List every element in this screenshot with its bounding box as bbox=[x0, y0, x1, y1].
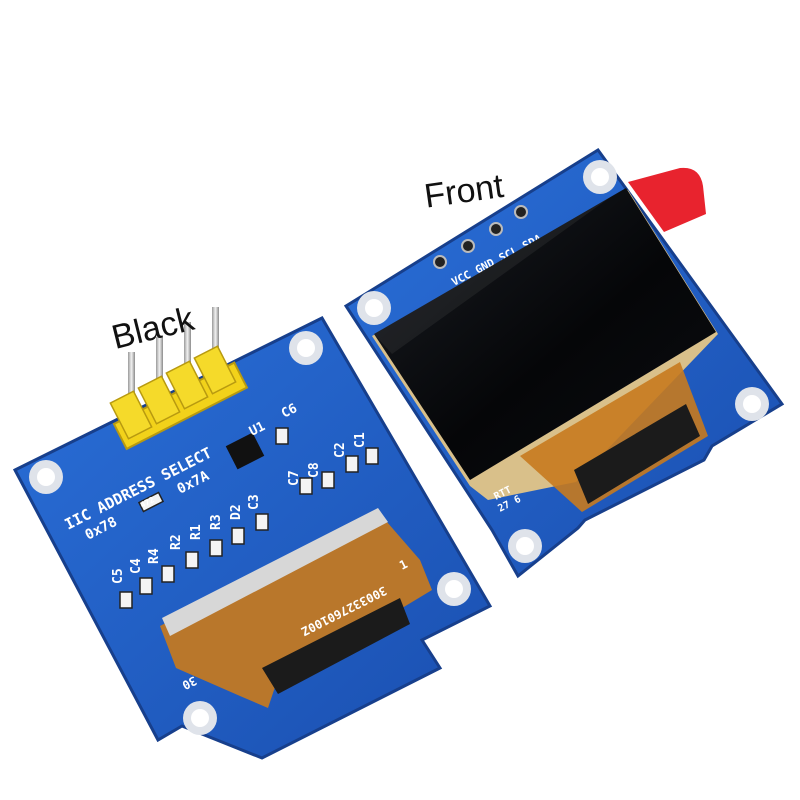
mount-hole bbox=[583, 160, 617, 194]
protective-film-tab bbox=[628, 167, 706, 232]
silk-d2: D2 bbox=[229, 504, 244, 520]
silk-c5: C5 bbox=[111, 568, 126, 584]
mount-hole bbox=[29, 460, 63, 494]
silk-u1: U1 bbox=[247, 419, 268, 440]
mount-hole bbox=[289, 331, 323, 365]
silk-r3: R3 bbox=[209, 514, 224, 530]
smd-components bbox=[119, 427, 379, 609]
silk-c8: C8 bbox=[307, 462, 322, 478]
screen-reflection bbox=[374, 188, 626, 354]
oled-screen bbox=[374, 188, 716, 480]
mount-hole bbox=[508, 529, 542, 563]
silk-c3: C3 bbox=[247, 494, 262, 510]
silk-r4: R4 bbox=[147, 548, 162, 564]
front-flex bbox=[520, 362, 708, 512]
silk-r2: R2 bbox=[169, 534, 184, 550]
header-pins bbox=[109, 307, 249, 451]
silk-c1: C1 bbox=[353, 432, 368, 448]
flex-cable bbox=[160, 508, 432, 708]
silk-c2: C2 bbox=[333, 442, 348, 458]
silk-c6: C6 bbox=[279, 401, 300, 422]
silk-c7: C7 bbox=[287, 470, 302, 486]
mount-hole bbox=[183, 701, 217, 735]
front-board: VCC GND SCL SDA RTT 27 6 bbox=[343, 147, 785, 579]
back-board: IIC ADDRESS SELECT 0x78 0x7A U1 C6 C7 C8… bbox=[12, 307, 493, 760]
mount-hole bbox=[437, 572, 471, 606]
mount-hole bbox=[735, 387, 769, 421]
silk-r1: R1 bbox=[189, 524, 204, 540]
mount-hole bbox=[357, 291, 391, 325]
chip-u1 bbox=[225, 432, 265, 470]
header-holes bbox=[433, 205, 528, 269]
silk-c4: C4 bbox=[129, 558, 144, 574]
pin-last: 30 bbox=[180, 673, 199, 692]
